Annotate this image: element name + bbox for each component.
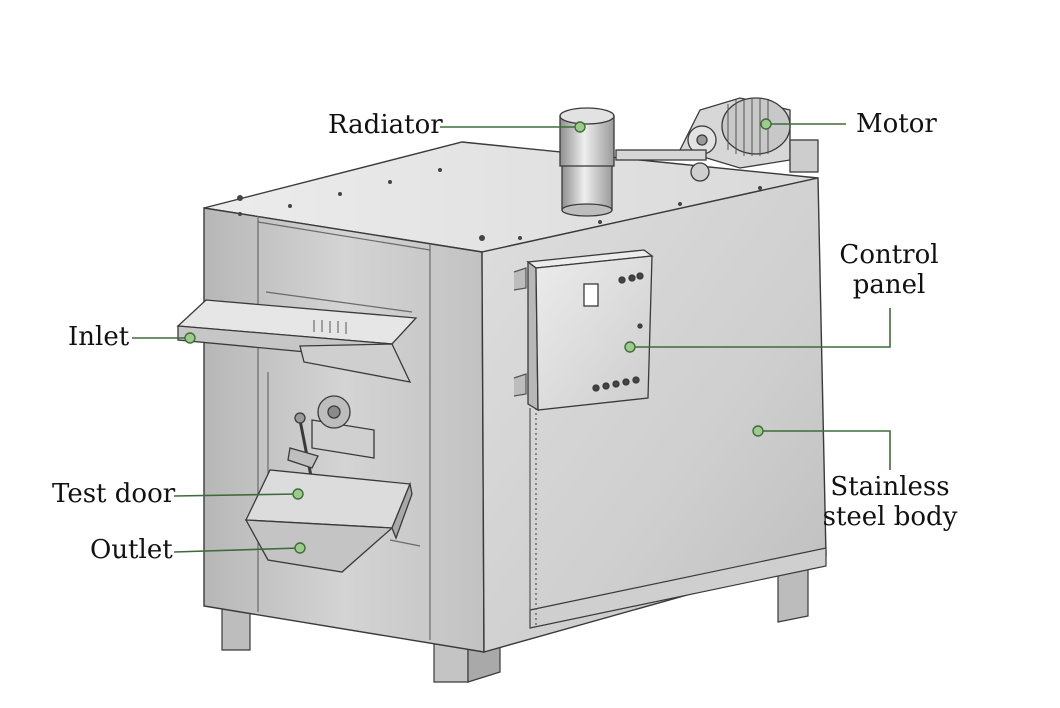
dot-outlet <box>294 542 306 554</box>
dot-radiator <box>574 121 586 133</box>
dot-stainless-body <box>752 425 764 437</box>
front-frame-details <box>257 216 431 640</box>
dot-test-door <box>292 488 304 500</box>
leader-control-panel <box>630 308 891 348</box>
label-control-panel-line1: Control <box>839 240 939 270</box>
leader-lines <box>132 123 891 553</box>
leader-dots <box>184 118 772 554</box>
machine-side-face <box>481 177 827 653</box>
label-test-door: Test door <box>52 479 176 509</box>
motor-assembly <box>615 97 819 182</box>
dot-inlet <box>184 332 196 344</box>
label-outlet: Outlet <box>90 535 173 565</box>
side-door-seam <box>513 267 537 628</box>
dot-control-panel <box>624 341 636 353</box>
radiator-chimney <box>559 107 615 217</box>
dot-motor <box>760 118 772 130</box>
label-control-panel: Control panel <box>832 240 946 300</box>
control-box <box>526 249 654 412</box>
leader-test-door <box>173 493 299 497</box>
label-stainless-body-line2: steel body <box>822 502 958 532</box>
label-stainless-body-line1: Stainless <box>830 472 950 502</box>
outlet-chute <box>244 469 413 573</box>
label-control-panel-line2: panel <box>852 270 926 300</box>
label-stainless-body: Stainless steel body <box>820 472 960 532</box>
inlet-hopper <box>176 299 418 383</box>
leader-stainless-body <box>758 430 891 470</box>
label-motor: Motor <box>856 109 937 139</box>
leader-outlet <box>173 547 301 553</box>
rivets <box>237 168 762 241</box>
label-inlet: Inlet <box>68 322 130 352</box>
test-door-mechanism <box>287 395 375 513</box>
label-radiator: Radiator <box>328 110 443 140</box>
